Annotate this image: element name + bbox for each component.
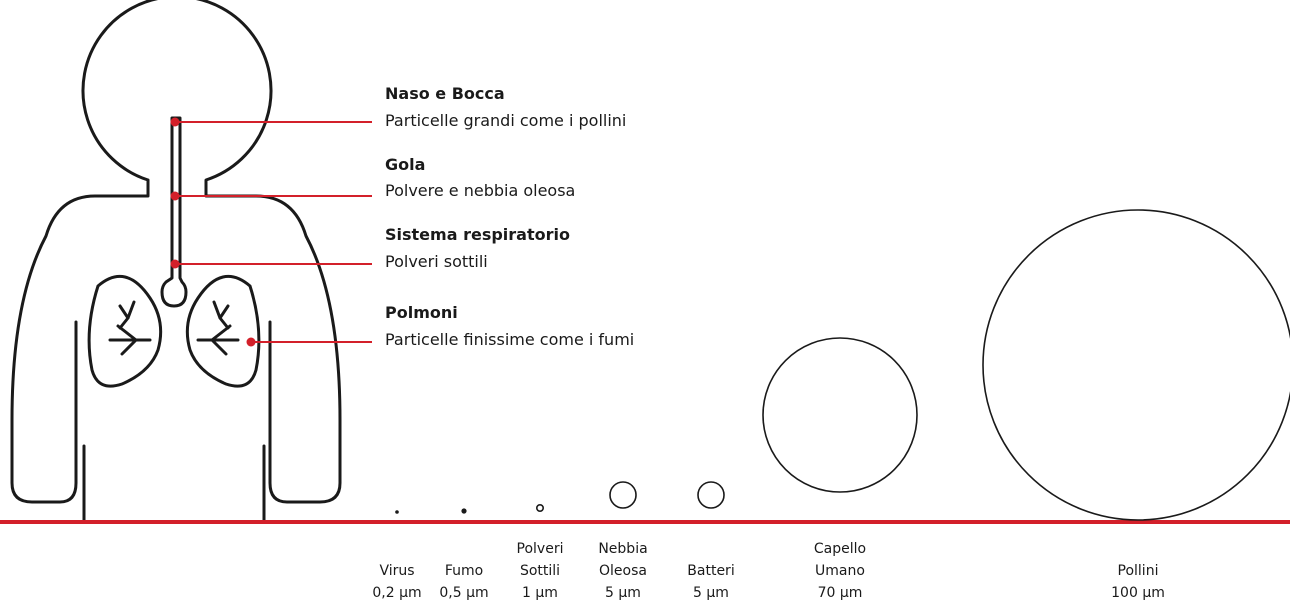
bronchi-right [196,300,240,356]
particle-size-label: 5 µm [605,585,641,601]
particle-size-label: 0,5 µm [439,585,488,601]
particle-size-label: 100 µm [1111,585,1165,601]
particle-name-label: Polveri [517,541,564,557]
particle-size-label: 0,2 µm [372,585,421,601]
particle-size-label: 5 µm [693,585,729,601]
body-outline [10,0,342,504]
particle-circles [395,209,1290,521]
particle-name-label: Batteri [687,563,734,579]
lung-right [185,275,261,388]
trachea [160,116,188,308]
annotation-desc-nose: Particelle grandi come i pollini [385,111,626,130]
particle-circle-capello-umano [762,337,918,493]
annotation-leaders [170,117,372,347]
particle-name-label: Oleosa [599,563,647,579]
particle-size-label: 1 µm [522,585,558,601]
particle-size-label: 70 µm [818,585,863,601]
particle-name-label: Pollini [1118,563,1159,579]
particle-name-label: Umano [815,563,865,579]
particle-circle-virus [395,510,399,514]
leader-nose-dot [170,117,180,127]
annotation-title-lungs: Polmoni [385,303,458,322]
particle-name-label: Nebbia [598,541,647,557]
particle-name-label: Capello [814,541,866,557]
lung-left [87,275,163,388]
bronchi-left [108,300,152,356]
particle-circle-polveri-sottili [535,503,544,512]
particle-circle-nebbia-oleosa [609,481,637,509]
annotation-desc-respiratory: Polveri sottili [385,252,488,271]
particle-circle-batteri [697,481,725,509]
leader-respiratory-dot [170,259,180,269]
particle-name-label: Virus [379,563,414,579]
particle-name-label: Fumo [445,563,483,579]
leader-throat-dot [170,191,180,201]
particle-circle-pollini [982,209,1290,521]
human-figure-icon [10,0,342,524]
annotation-title-respiratory: Sistema respiratorio [385,225,570,244]
annotation-title-nose: Naso e Bocca [385,84,505,103]
particle-circle-fumo [461,508,467,514]
particle-name-label: Sottili [520,563,560,579]
leader-lungs-dot [246,337,256,347]
annotation-title-throat: Gola [385,155,425,174]
annotation-desc-lungs: Particelle finissime come i fumi [385,330,634,349]
annotation-list: Naso e Bocca Particelle grandi come i po… [385,84,634,349]
annotation-desc-throat: Polvere e nebbia oleosa [385,181,575,200]
